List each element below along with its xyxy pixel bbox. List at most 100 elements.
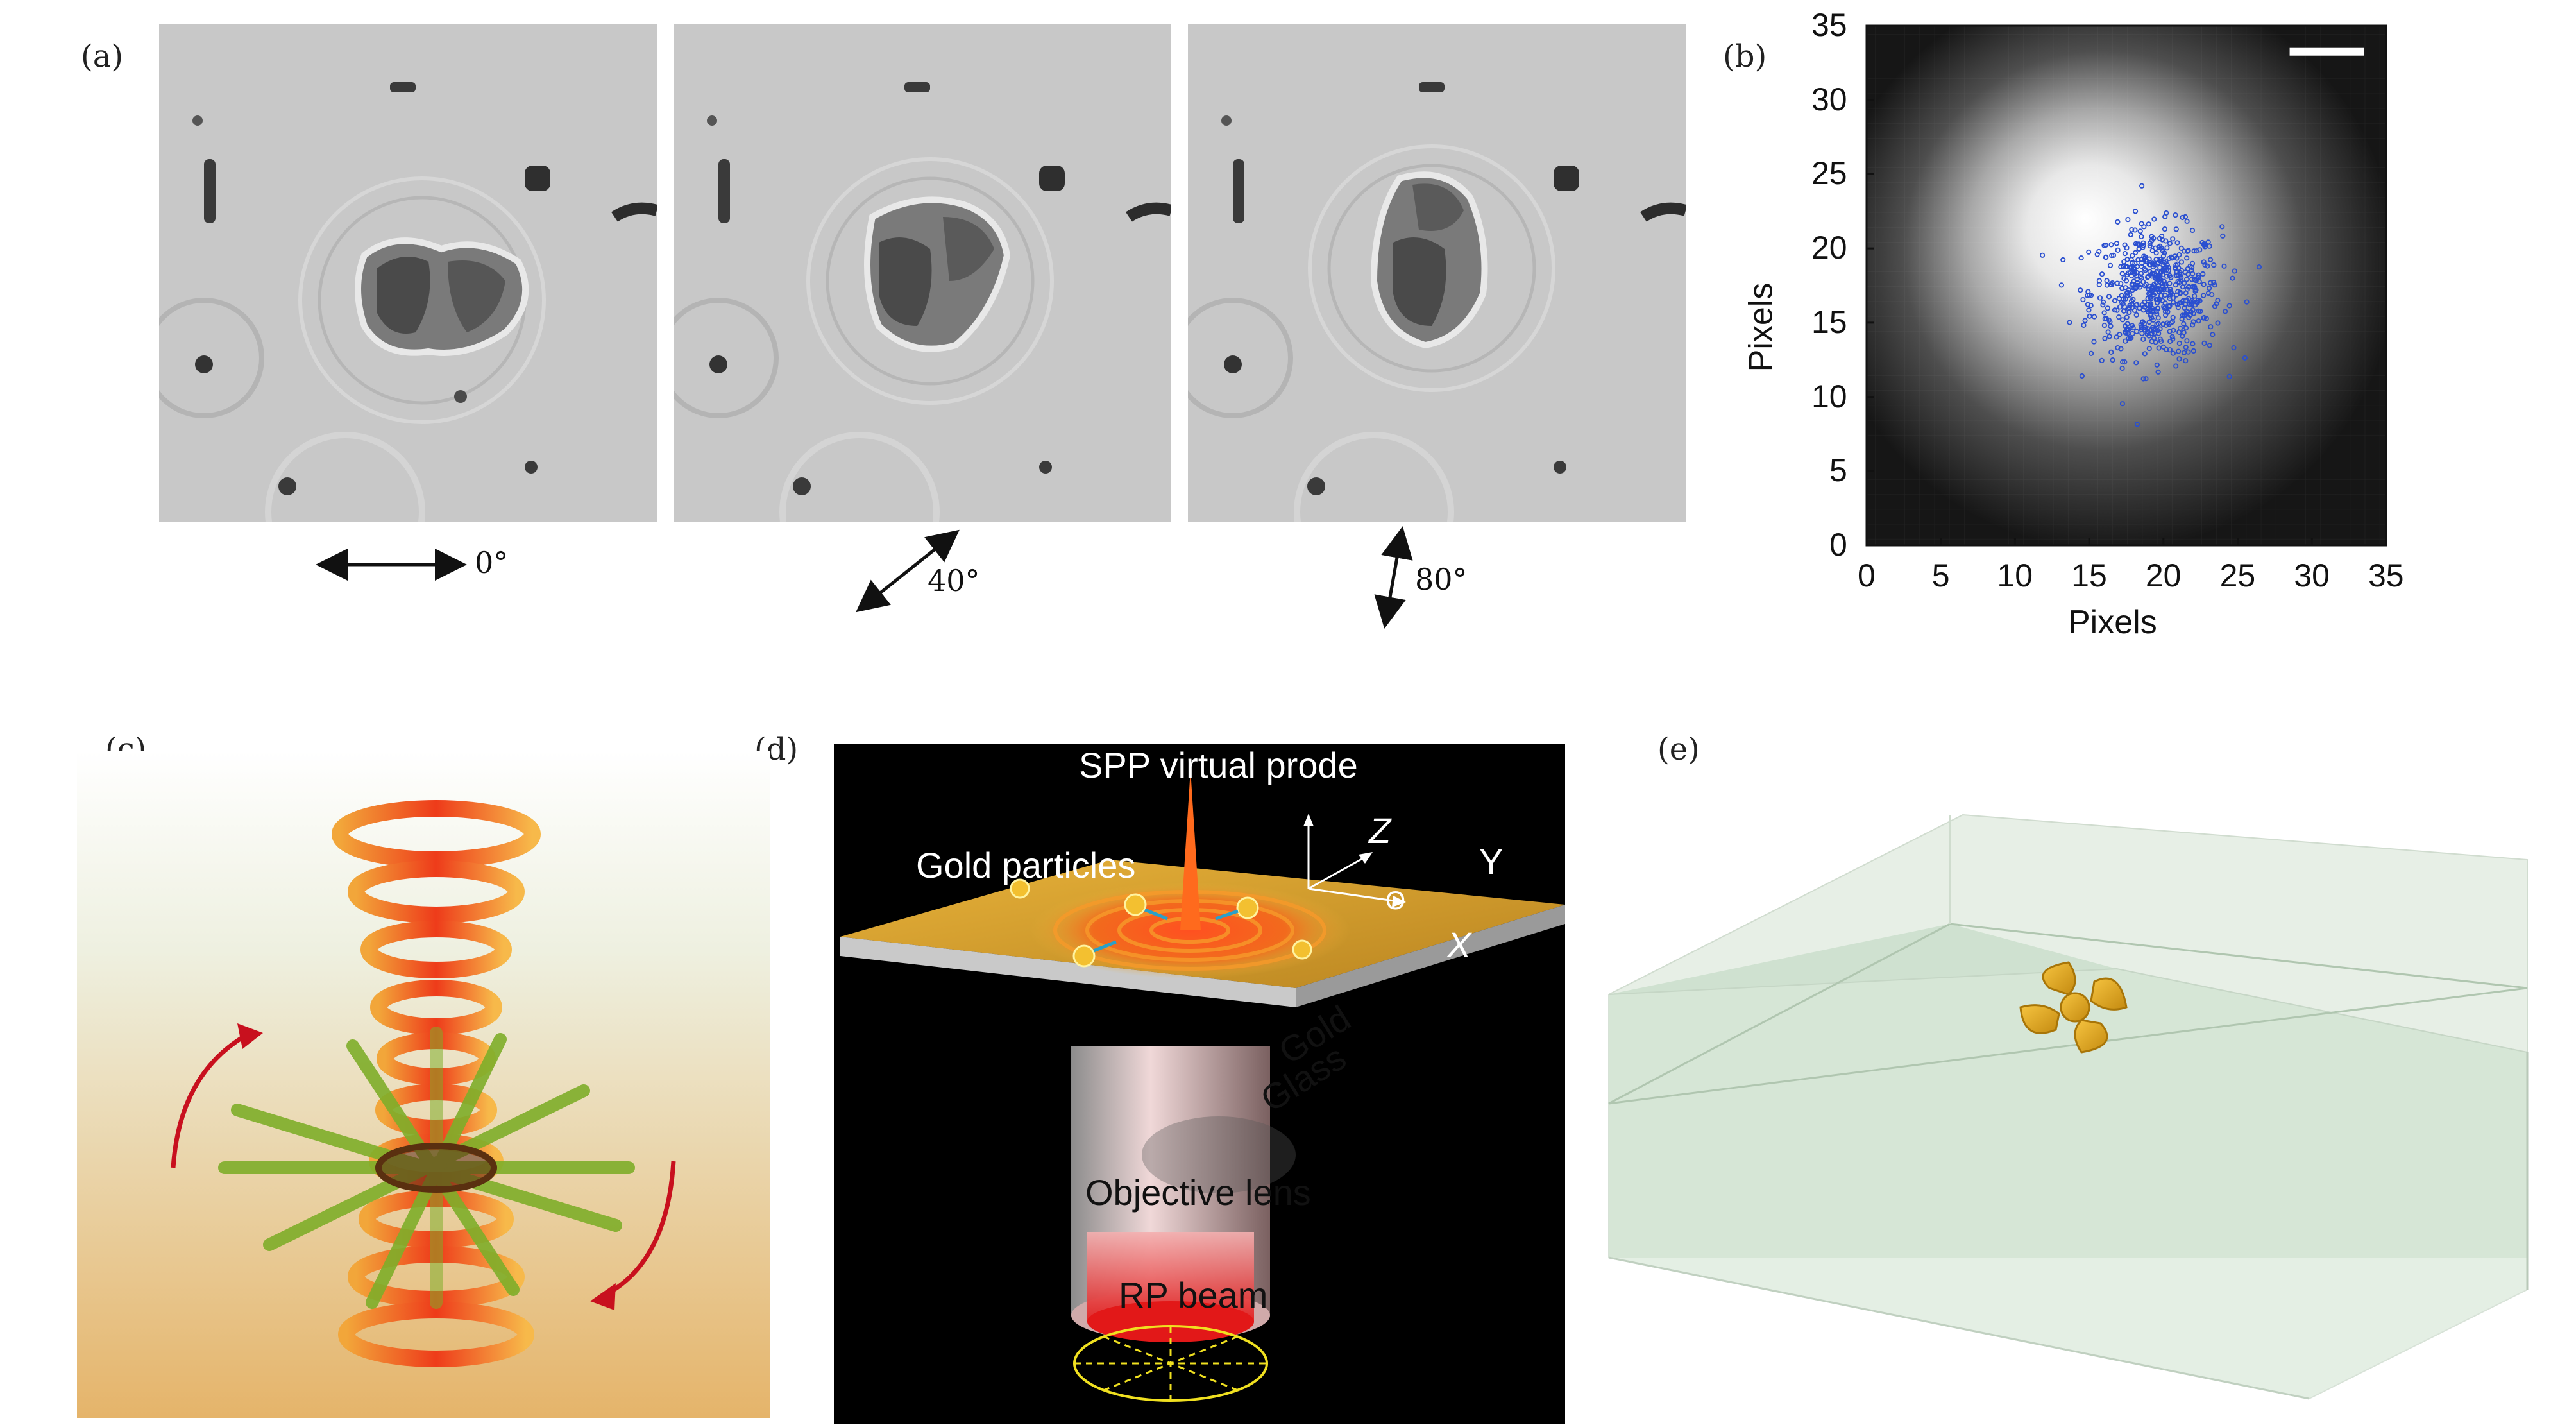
- scatter-point: [2153, 245, 2158, 251]
- scatter-point: [2205, 239, 2211, 245]
- angle-label-0deg: 0°: [475, 545, 509, 580]
- scatter-point: [2180, 214, 2185, 221]
- scatter-point: [2123, 296, 2128, 302]
- label-rp-beam: RP beam: [1119, 1275, 1268, 1315]
- scatter-point: [2143, 257, 2149, 263]
- panel-label-e: (e): [1657, 731, 1700, 767]
- scatter-point: [2231, 345, 2237, 351]
- scatter-point: [2091, 314, 2097, 320]
- scatter-point: [2173, 226, 2179, 232]
- x-tick-label: 25: [2219, 558, 2256, 593]
- x-tick-label: 30: [2294, 558, 2330, 593]
- scatter-point: [2167, 280, 2173, 286]
- scatter-point: [2155, 296, 2160, 303]
- x-tick-label: 20: [2145, 558, 2182, 593]
- x-tick-label: 10: [1997, 558, 2033, 593]
- scatter-point: [2162, 226, 2167, 232]
- scatter-point: [2145, 329, 2151, 334]
- scatter-point: [2128, 232, 2133, 237]
- scatter-point: [2173, 282, 2178, 288]
- scatter-point: [2148, 312, 2153, 318]
- scatter-point: [2146, 319, 2152, 325]
- scatter-point: [2108, 349, 2114, 355]
- scatter-point: [2143, 376, 2149, 382]
- scatter-point: [2142, 351, 2148, 357]
- scatter-point: [2157, 278, 2162, 284]
- scatter-point: [2099, 271, 2105, 277]
- scatter-point: [2200, 271, 2206, 277]
- scatter-point: [2169, 255, 2175, 261]
- scatter-point: [2139, 183, 2145, 189]
- scatter-point: [2211, 280, 2217, 286]
- scatter-point: [2202, 244, 2208, 250]
- scatter-point: [2173, 363, 2179, 369]
- scatter-point: [2108, 323, 2114, 329]
- scatter-point: [2088, 303, 2094, 309]
- scatter-point: [2190, 319, 2196, 325]
- scatter-point: [2184, 338, 2190, 344]
- scatter-point: [2220, 233, 2226, 239]
- scatter-point: [2140, 336, 2146, 342]
- axis-label-o: O: [1385, 887, 1406, 915]
- scatter-point: [2207, 257, 2214, 262]
- axis-label-x: X: [1447, 925, 1471, 965]
- scatter-point: [2191, 248, 2197, 254]
- scatter-point: [2105, 305, 2110, 311]
- y-tick-label: 5: [1829, 452, 1847, 489]
- scatter-point: [2142, 266, 2148, 272]
- scatter-point: [2173, 212, 2178, 218]
- scatter-point: [2188, 312, 2194, 318]
- x-tick-label: 0: [1858, 558, 1876, 593]
- scatter-point: [2126, 305, 2132, 311]
- scatter-point: [2160, 253, 2166, 259]
- scatter-point: [2133, 329, 2140, 334]
- scatter-point: [2125, 216, 2131, 223]
- scatter-point: [2226, 303, 2232, 309]
- scatter-point: [2108, 242, 2114, 248]
- x-tick-label: 15: [2071, 558, 2107, 593]
- scatter-point: [2139, 327, 2144, 333]
- scatter-point: [2183, 325, 2189, 331]
- scatter-point: [2167, 241, 2173, 246]
- scatter-point: [2201, 259, 2207, 265]
- scatter-point: [2140, 243, 2146, 248]
- scatter-point: [2177, 289, 2183, 295]
- scatter-point: [2154, 321, 2160, 327]
- scatter-plot: [1865, 24, 2387, 547]
- scatter-point: [2210, 332, 2216, 337]
- scatter-point: [2203, 316, 2209, 321]
- scatter-point: [2201, 293, 2207, 298]
- scatter-point: [2145, 307, 2151, 312]
- panel-c-helix-illustration: [77, 751, 770, 1418]
- scatter-point: [2205, 263, 2210, 269]
- scatter-point: [2147, 289, 2153, 295]
- scatter-point: [2176, 356, 2182, 362]
- scatter-point: [2192, 293, 2198, 299]
- scatter-point: [2160, 268, 2166, 274]
- scatter-point: [2140, 240, 2146, 246]
- x-tick-label: 35: [2368, 558, 2404, 593]
- micrograph-80deg: [1188, 24, 1686, 522]
- scatter-point: [2149, 284, 2155, 289]
- scatter-point: [2136, 246, 2142, 252]
- scatter-point: [2157, 336, 2163, 342]
- scatter-point: [2106, 317, 2112, 323]
- scatter-point: [2158, 293, 2164, 299]
- scatter-point: [2178, 245, 2184, 251]
- scatter-point: [2118, 264, 2124, 269]
- scatter-point: [2182, 280, 2187, 286]
- scatter-point: [2101, 322, 2107, 329]
- scatter-point: [2155, 369, 2161, 375]
- scatter-point: [2142, 283, 2148, 289]
- scatter-point: [2139, 221, 2144, 226]
- scatter-point: [2167, 273, 2173, 278]
- scatter-point: [2148, 330, 2155, 336]
- scatter-point: [2173, 262, 2179, 268]
- scatter-point: [2134, 422, 2140, 427]
- scatter-point: [2184, 218, 2190, 224]
- scatter-point: [2100, 299, 2106, 305]
- scatter-point: [2119, 317, 2126, 323]
- scatter-point: [2112, 298, 2118, 303]
- scatter-point: [2137, 305, 2142, 311]
- panel-label-a: (a): [81, 38, 124, 74]
